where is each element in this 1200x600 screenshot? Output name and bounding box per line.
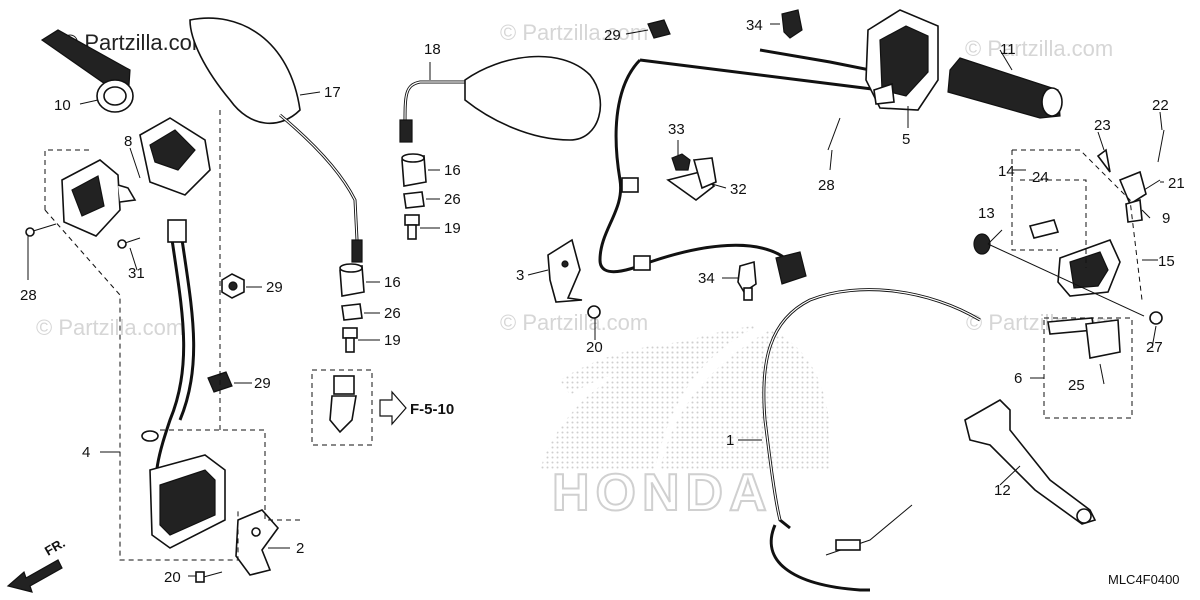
callout-5: 5 — [902, 131, 910, 148]
diagram-code: MLC4F0400 — [1108, 572, 1180, 587]
callout-11: 11 — [1000, 41, 1016, 58]
callout-32: 32 — [730, 181, 747, 198]
callout-16: 16 — [384, 274, 401, 291]
callout-17: 17 — [324, 84, 341, 101]
callout-14: 14 — [998, 163, 1015, 180]
leader-lines — [27, 23, 1164, 577]
switch-assembly-outline — [1020, 179, 1087, 268]
callout-6: 6 — [1014, 370, 1022, 387]
clip-32[interactable] — [666, 157, 717, 201]
screw-25[interactable] — [1099, 363, 1105, 385]
callout-34: 34 — [698, 270, 715, 287]
mirror-adapter-16-bottom[interactable] — [339, 263, 365, 297]
callout-26: 26 — [384, 305, 401, 322]
watermark: © Partzilla.com — [500, 20, 648, 45]
callout-16: 16 — [444, 162, 461, 179]
callout-26: 26 — [444, 191, 461, 208]
pivot-bolt-13[interactable] — [973, 229, 1003, 255]
callout-28: 28 — [818, 177, 835, 194]
callout-10: 10 — [54, 97, 71, 114]
screw-31[interactable] — [117, 237, 141, 249]
watermark: © Partzilla.com — [36, 315, 184, 340]
lever-assembly-outline — [1011, 149, 1143, 301]
lever-bracket-15[interactable] — [1057, 238, 1121, 297]
left-mirror[interactable] — [189, 17, 363, 263]
clutch-lever[interactable] — [964, 399, 1097, 525]
callout-20: 20 — [586, 339, 603, 356]
callout-2: 2 — [296, 540, 304, 557]
throttle-grip[interactable] — [947, 57, 1063, 119]
callout-8: 8 — [124, 133, 132, 150]
bolt-19-bottom[interactable] — [342, 327, 358, 353]
clutch-switch-6[interactable] — [1047, 317, 1121, 359]
left-assembly-outline — [44, 149, 90, 210]
callout-20: 20 — [164, 569, 181, 586]
callout-23: 23 — [1094, 117, 1111, 134]
nut-27[interactable] — [1149, 311, 1163, 325]
callout-29: 29 — [254, 375, 271, 392]
bracket-3[interactable] — [547, 238, 583, 303]
nut-26-bottom[interactable] — [341, 303, 363, 321]
mirror-adapter-16-top[interactable] — [401, 153, 427, 187]
callout-28: 28 — [20, 287, 37, 304]
callout-34: 34 — [746, 17, 763, 34]
watermark: © Partzilla.com — [500, 310, 648, 335]
right-switch-housing[interactable] — [865, 9, 939, 111]
screw-28-right[interactable] — [827, 117, 841, 151]
bolt-21[interactable] — [1143, 179, 1161, 191]
left-switch-harness[interactable] — [141, 219, 226, 549]
bolt-20-center[interactable] — [587, 305, 601, 319]
callout-29: 29 — [604, 27, 621, 44]
nut-29-left[interactable] — [221, 273, 245, 299]
left-grip[interactable] — [40, 29, 134, 113]
switch-24[interactable] — [1028, 219, 1060, 239]
bolt-19-top[interactable] — [404, 214, 420, 240]
connector-34-top[interactable] — [781, 9, 803, 39]
callout-27: 27 — [1146, 339, 1163, 356]
watermark: © Partzilla.com — [965, 36, 1113, 61]
callout-19: 19 — [384, 332, 401, 349]
reference-label[interactable]: F-5-10 — [410, 401, 454, 418]
left-assembly-outline — [44, 209, 300, 561]
reference-arrow[interactable]: F-5-10 — [379, 390, 454, 426]
callout-13: 13 — [978, 205, 995, 222]
callout-3: 3 — [516, 267, 524, 284]
bolt-23[interactable] — [1096, 148, 1111, 173]
callout-31: 31 — [128, 265, 145, 282]
left-switch-housing[interactable] — [61, 117, 211, 237]
callout-15: 15 — [1158, 253, 1175, 270]
clutch-cable[interactable] — [762, 288, 981, 592]
reference-box — [311, 369, 373, 446]
left-switch-clip — [117, 184, 137, 203]
screw-28-left[interactable] — [25, 223, 57, 237]
right-switch-harness[interactable] — [598, 48, 901, 285]
bolt-22[interactable] — [1157, 129, 1165, 163]
nut-33[interactable] — [671, 153, 691, 171]
callout-33: 33 — [668, 121, 685, 138]
right-mirror[interactable] — [399, 55, 602, 143]
honda-logo-text: HONDA — [552, 464, 773, 522]
callout-22: 22 — [1152, 97, 1169, 114]
bolt-20-left[interactable] — [195, 571, 223, 583]
callout-1: 1 — [726, 432, 734, 449]
lever-holder-9[interactable] — [1118, 170, 1147, 223]
callout-4: 4 — [82, 444, 90, 461]
nut-26-top[interactable] — [403, 191, 425, 209]
switch-assembly-outline — [1043, 317, 1133, 419]
front-label: FR. — [42, 535, 68, 558]
callout-21: 21 — [1168, 175, 1185, 192]
callout-29: 29 — [266, 279, 283, 296]
callout-9: 9 — [1162, 210, 1170, 227]
callout-12: 12 — [994, 482, 1011, 499]
callout-18: 18 — [424, 41, 441, 58]
callout-19: 19 — [444, 220, 461, 237]
honda-wing-logo — [540, 325, 831, 470]
clamp-29-top[interactable] — [647, 19, 671, 39]
callout-25: 25 — [1068, 377, 1085, 394]
front-direction-arrow: FR. — [6, 535, 68, 593]
callout-24: 24 — [1032, 169, 1049, 186]
connector-34-bottom[interactable] — [737, 260, 757, 301]
